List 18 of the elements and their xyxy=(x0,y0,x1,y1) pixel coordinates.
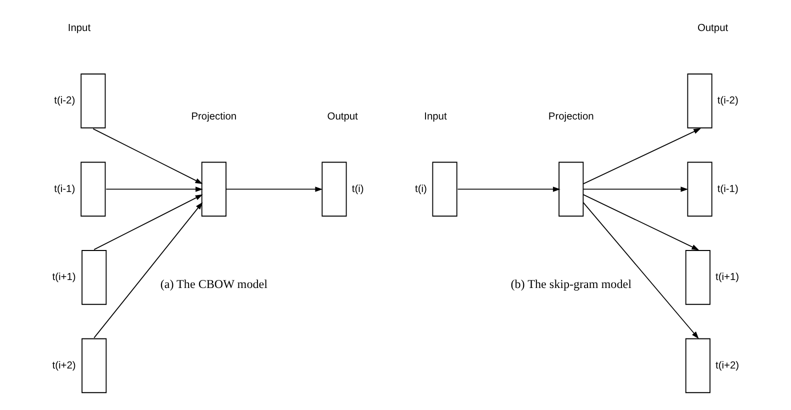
node-label: t(i+2) xyxy=(715,360,739,372)
label: Projection xyxy=(548,111,594,122)
node-label: t(i+1) xyxy=(715,272,739,284)
node-label: t(i-2) xyxy=(54,96,75,107)
node-label: t(i-1) xyxy=(716,184,738,195)
label: Input xyxy=(67,23,90,34)
label: (a) The CBOW model xyxy=(160,277,267,292)
node-label: t(i-2) xyxy=(716,96,738,107)
label: (b) The skip-gram model xyxy=(510,277,631,292)
label: Input xyxy=(424,111,446,122)
node-label: t(i) xyxy=(414,184,426,195)
node-label: t(i-1) xyxy=(54,184,75,195)
label: Output xyxy=(326,111,358,122)
node-label: t(i+2) xyxy=(52,360,76,372)
label: Projection xyxy=(190,111,236,122)
label: Output xyxy=(696,23,728,34)
node-label: t(i+1) xyxy=(52,272,76,284)
node-label: t(i) xyxy=(351,184,364,195)
